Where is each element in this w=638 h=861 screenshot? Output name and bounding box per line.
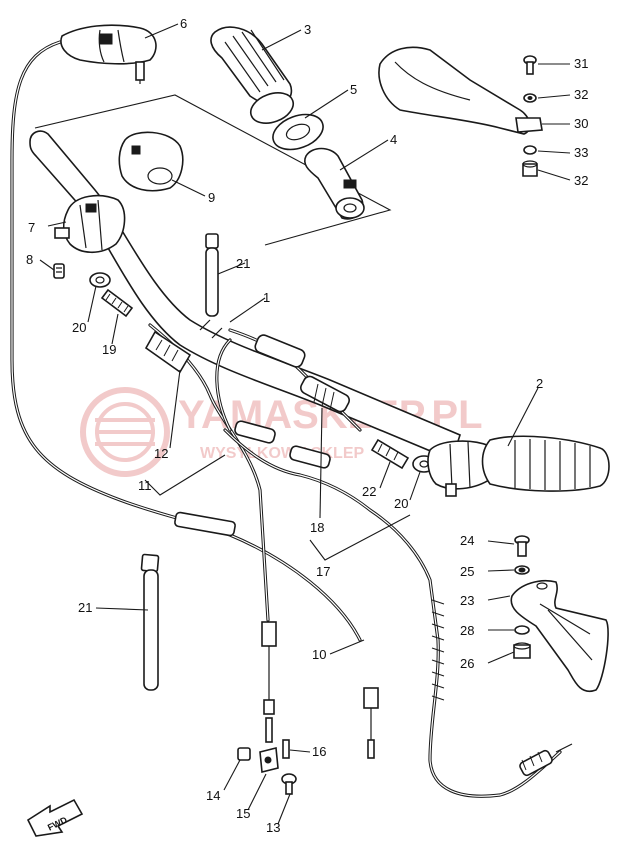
hand-guard [378,46,531,135]
callout-9: 9 [208,190,215,205]
bolt-13 [281,773,297,795]
washer-26 [514,565,530,575]
callout-17: 17 [316,564,330,579]
washer-28 [514,625,530,635]
callout-28: 28 [460,623,474,638]
callout-20-left: 20 [72,320,86,335]
adjuster-19 [100,288,134,318]
throttle-cable-10 [363,687,379,759]
bracket-29 [515,117,543,133]
callout-18: 18 [310,520,324,535]
right-throttle-housing [427,440,493,497]
callout-27: 26 [460,656,474,671]
adjuster-23 [370,438,410,470]
holder-15 [259,746,279,774]
callout-16: 16 [312,744,326,759]
watermark-subtitle: WYSYŁKOWY SKLEP [200,445,364,462]
switch-cover-9 [118,131,184,192]
bracket-leaders [144,454,411,561]
bolt-25 [514,535,530,557]
callout-6: 6 [180,16,187,31]
callout-22: 21 [236,256,250,271]
callout-20-right: 20 [394,496,408,511]
callout-15: 15 [236,806,250,821]
screw-8 [53,263,65,279]
callout-10: 10 [312,647,326,662]
cable-band-22 [205,233,219,317]
callout-7: 7 [28,220,35,235]
callout-32: 32 [574,173,588,188]
callout-33: 33 [574,145,588,160]
callout-23: 22 [362,484,376,499]
callout-31: 32 [574,87,588,102]
washer-33 [523,145,537,155]
callout-26: 25 [460,564,474,579]
callout-14: 14 [206,788,220,803]
callout-1: 1 [263,290,270,305]
handlebar-bracket-outline [34,94,392,246]
fwd-arrow-icon: FWD [26,798,84,837]
washer-31 [523,93,537,103]
nut-27 [513,642,531,659]
cable-band-21 [140,553,160,691]
callout-21: 21 [78,600,92,615]
callout-2: 2 [536,376,543,391]
callout-8: 8 [26,252,33,267]
callout-25: 24 [460,533,474,548]
throttle-cable-end-right [519,743,573,777]
throttle-tube [303,147,365,220]
callout-5: 5 [350,82,357,97]
callout-13: 13 [266,820,280,835]
callout-11: 11 [138,478,152,493]
left-outer-cable [10,40,362,642]
callout-labels: 6 3 5 4 9 7 8 21 1 20 19 2 12 11 22 20 1… [26,16,588,835]
lever-holder-24 [510,580,609,693]
watermark-logo-stripes [95,418,155,446]
callout-4: 4 [390,132,397,147]
watermark-logo-icon [80,387,170,477]
callout-12: 12 [154,446,168,461]
clutch-cable-12 [144,323,277,743]
nut-14 [237,747,251,761]
leader-lines [39,23,571,825]
callout-29: 30 [574,116,588,131]
adjuster-nut-left [89,272,111,288]
grip-collar-5 [249,92,324,151]
callout-30: 31 [574,56,588,71]
callout-19: 19 [102,342,116,357]
callout-24: 23 [460,593,474,608]
pin-16 [282,739,290,759]
right-grip [481,435,610,492]
throttle-cables [215,328,562,798]
throttle-housing-top [60,24,157,84]
left-switch-housing [54,194,126,254]
nut-32 [522,160,538,177]
bolt-30 [523,55,537,75]
callout-3: 3 [304,22,311,37]
